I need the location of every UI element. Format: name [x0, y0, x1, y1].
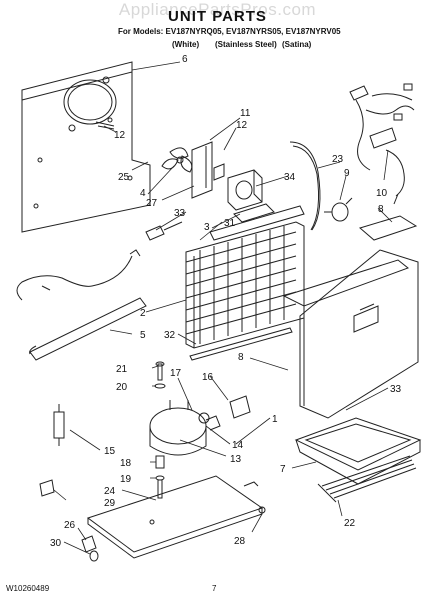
callout-33: 33 [174, 208, 186, 219]
callout-18: 18 [120, 458, 132, 469]
variant-white: (White) [172, 40, 200, 49]
callout-27: 27 [146, 198, 158, 209]
drain-coil-part [317, 455, 417, 503]
callout-9: 9 [344, 168, 350, 179]
callout-28: 28 [234, 536, 246, 547]
callout-labels: 6 11 12 12 25 4 27 23 9 10 34 33 3 31 8 … [50, 54, 402, 549]
condenser-fan-part [161, 141, 225, 199]
callout-33: 33 [390, 384, 402, 395]
callout-12: 12 [114, 130, 126, 141]
callout-4: 4 [140, 188, 146, 199]
cover-panel-part [282, 215, 419, 419]
callout-26: 26 [64, 520, 76, 531]
callout-12: 12 [236, 120, 248, 131]
callout-29: 29 [104, 498, 116, 509]
callout-24: 24 [104, 486, 116, 497]
condenser-coil-part [185, 205, 305, 349]
callout-31: 31 [224, 218, 236, 229]
drain-tube-part [289, 141, 321, 231]
callout-6: 6 [182, 54, 188, 65]
callout-20: 20 [116, 382, 128, 393]
grommet-part [155, 455, 165, 499]
callout-16: 16 [202, 372, 214, 383]
document-number: W10260489 [6, 584, 50, 593]
callout-17: 17 [170, 368, 182, 379]
fan-shroud-part [233, 203, 275, 223]
callout-32: 32 [164, 330, 176, 341]
callout-34: 34 [284, 172, 296, 183]
models-line: For Models: EV187NYRQ05, EV187NYRS05, EV… [118, 27, 341, 36]
screw-washer-part [154, 361, 166, 389]
condenser-strip-part [189, 327, 293, 361]
thermostat-switch-part [324, 197, 353, 222]
callout-3: 3 [204, 222, 210, 233]
leader-lines [53, 61, 393, 555]
callout-11: 11 [240, 108, 251, 119]
callout-1: 1 [272, 414, 278, 425]
page-number: 7 [212, 584, 217, 593]
diagram-title: UNIT PARTS [168, 8, 267, 25]
callout-21: 21 [116, 364, 128, 375]
callout-23: 23 [332, 154, 344, 165]
variant-stainless: (Stainless Steel) [215, 40, 277, 49]
watermark: AppliancePartsPros.com [118, 0, 317, 19]
compressor-part [149, 400, 221, 456]
plug-part [39, 479, 55, 497]
variant-satina: (Satina) [282, 40, 312, 49]
callout-25: 25 [118, 172, 130, 183]
callout-2: 2 [140, 308, 146, 319]
relay-part [198, 395, 251, 424]
base-plate-part [86, 475, 266, 559]
capacitor-part [53, 404, 65, 446]
callout-5: 5 [140, 330, 146, 341]
back-panel-part [21, 61, 151, 233]
wire-harness-part [349, 83, 415, 205]
fan-motor-part [227, 169, 263, 211]
callout-10: 10 [376, 188, 388, 199]
callout-7: 7 [280, 464, 286, 475]
callout-22: 22 [344, 518, 356, 529]
callout-8: 8 [378, 204, 384, 215]
heater-part [16, 249, 147, 361]
leveling-foot-part [81, 535, 99, 562]
callout-13: 13 [230, 454, 242, 465]
callout-14: 14 [232, 440, 244, 451]
callout-15: 15 [104, 446, 116, 457]
drier-part [145, 221, 183, 241]
callout-30: 30 [50, 538, 62, 549]
callout-8: 8 [238, 352, 244, 363]
callout-19: 19 [120, 474, 132, 485]
